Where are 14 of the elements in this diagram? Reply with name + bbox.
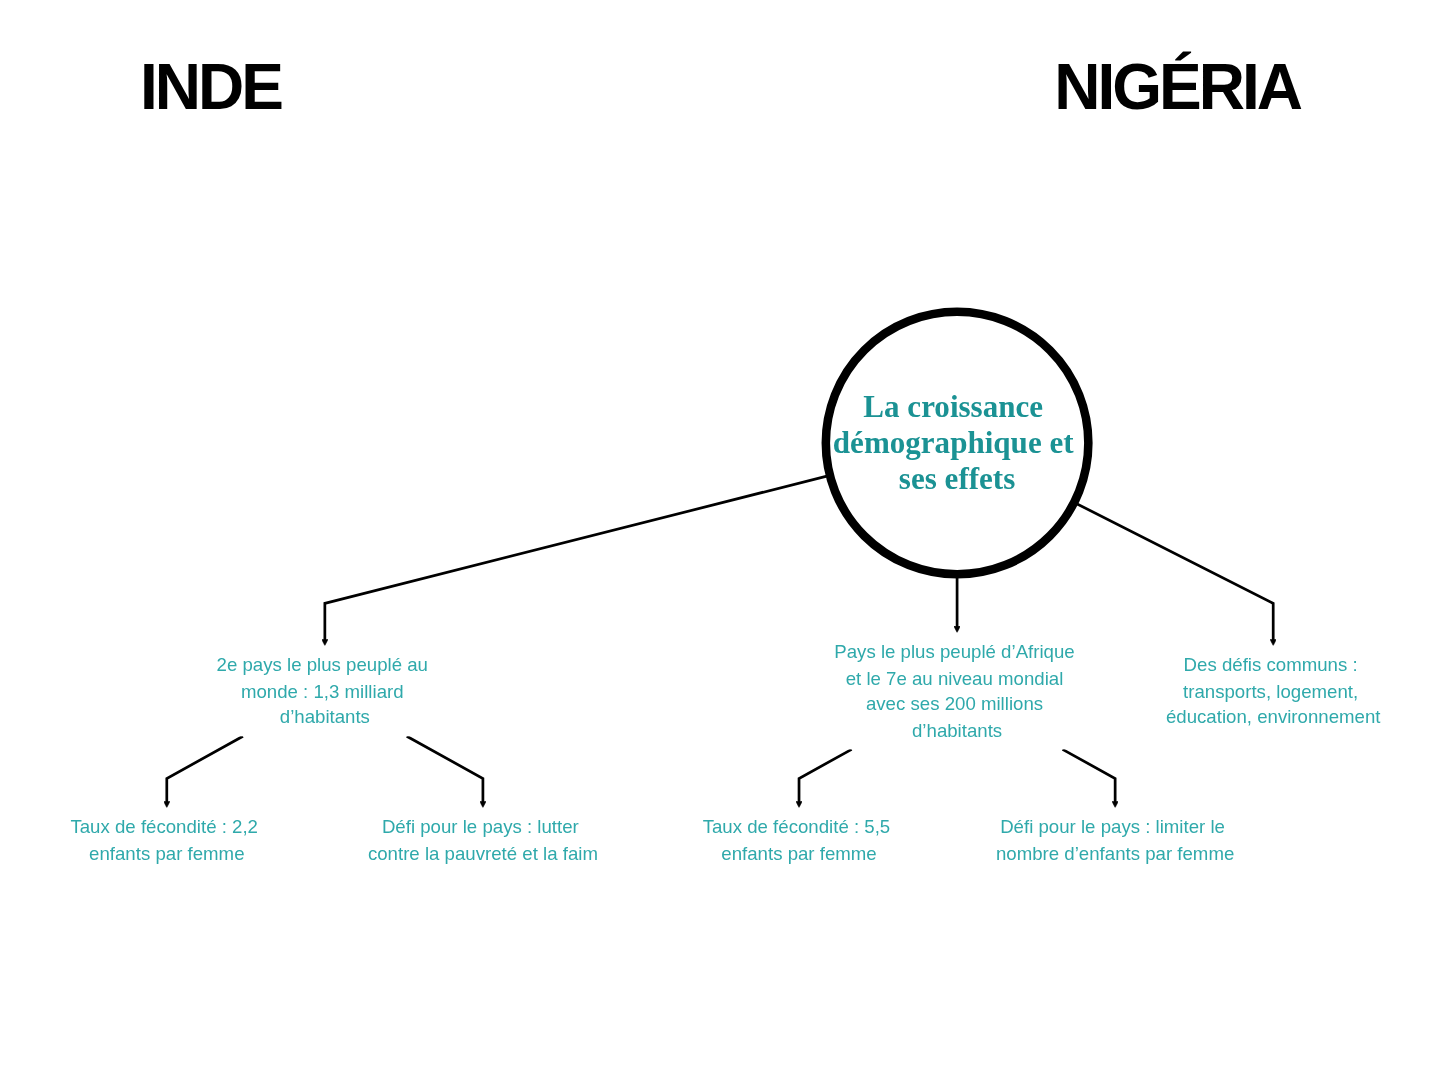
node-text: Défi pour le pays : limiter le nombre d’enfants par femme — [995, 816, 1235, 864]
country-heading: INDE — [140, 50, 281, 124]
arrow — [163, 735, 244, 808]
arrow — [1061, 748, 1119, 808]
country-heading: NIGÉRIA — [1054, 50, 1300, 124]
node-text: Des défis communs : transports, logement, éducation, environnement — [1165, 654, 1381, 728]
arrow — [406, 735, 487, 808]
node-text: Défi pour le pays : lutter contre la pauvreté et la faim — [367, 816, 598, 864]
node-circle: La croissance démographique et ses effets — [821, 307, 1093, 579]
arrow — [795, 748, 853, 808]
node-text: Pays le plus peuplé d’Afrique et le 7e au niveau mondial avec ses 200 millions d’habitants — [834, 641, 1075, 741]
node-text: Taux de fécondité : 5,5 enfants par femme — [702, 816, 891, 864]
node-text: Taux de fécondité : 2,2 enfants par femme — [70, 816, 258, 864]
node-text: 2e pays le plus peuplé au monde : 1,3 milliard d’habitants — [216, 654, 428, 728]
